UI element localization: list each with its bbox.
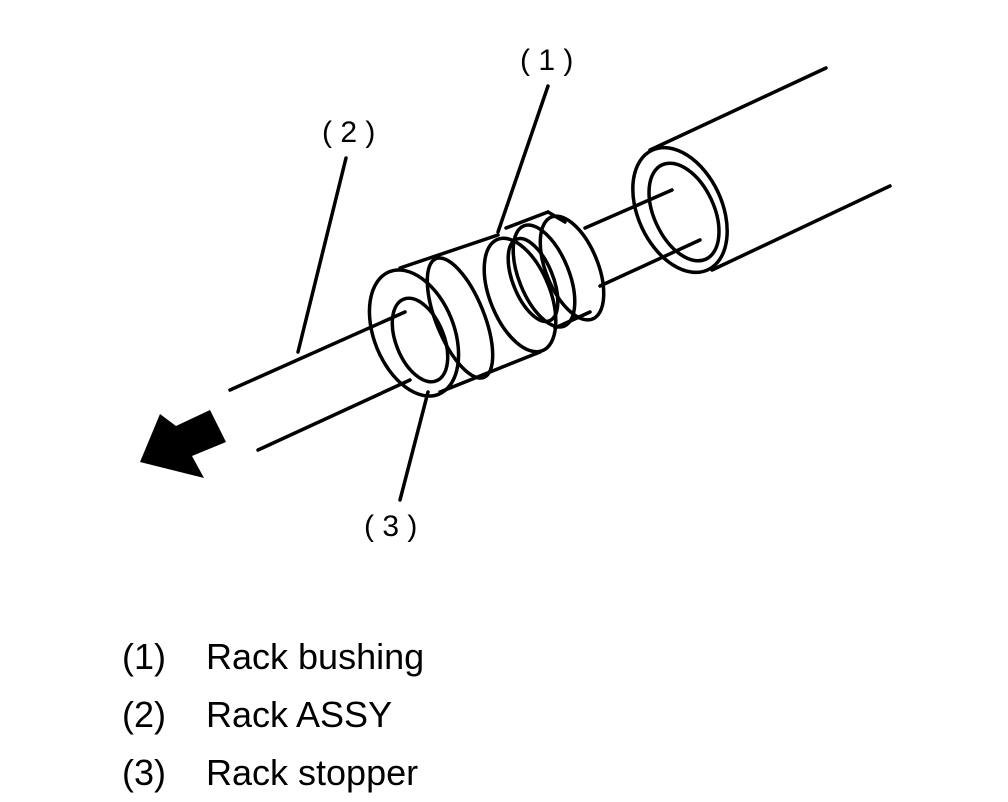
legend-item-rack-bushing: (1) Rack bushing — [122, 628, 424, 686]
leader-line-1 — [496, 84, 550, 234]
legend-number: (2) — [122, 694, 166, 735]
legend-number: (1) — [122, 636, 166, 677]
callout-1: ( 1 ) — [520, 44, 573, 77]
callout-2: ( 2 ) — [322, 116, 375, 149]
rack-shaft-inner — [583, 188, 702, 288]
legend-label: Rack bushing — [206, 636, 425, 677]
legend-number: (3) — [122, 752, 166, 793]
rack-assy-shaft — [228, 310, 412, 452]
leader-line-3 — [398, 390, 430, 502]
legend-label: Rack stopper — [206, 752, 419, 793]
legend-item-rack-assy: (2) Rack ASSY — [122, 686, 424, 744]
pull-direction-arrow — [140, 410, 226, 478]
callout-3: ( 3 ) — [364, 510, 417, 543]
legend: (1) Rack bushing (2) Rack ASSY (3) Rack … — [122, 628, 424, 802]
rack-assembly-diagram: ( 1 ) ( 2 ) ( 3 ) — [140, 44, 892, 543]
legend-item-rack-stopper: (3) Rack stopper — [122, 744, 424, 802]
rack-bushing — [367, 210, 606, 398]
legend-label: Rack ASSY — [206, 694, 393, 735]
leader-line-2 — [296, 156, 348, 354]
rack-housing-tube — [631, 66, 892, 275]
